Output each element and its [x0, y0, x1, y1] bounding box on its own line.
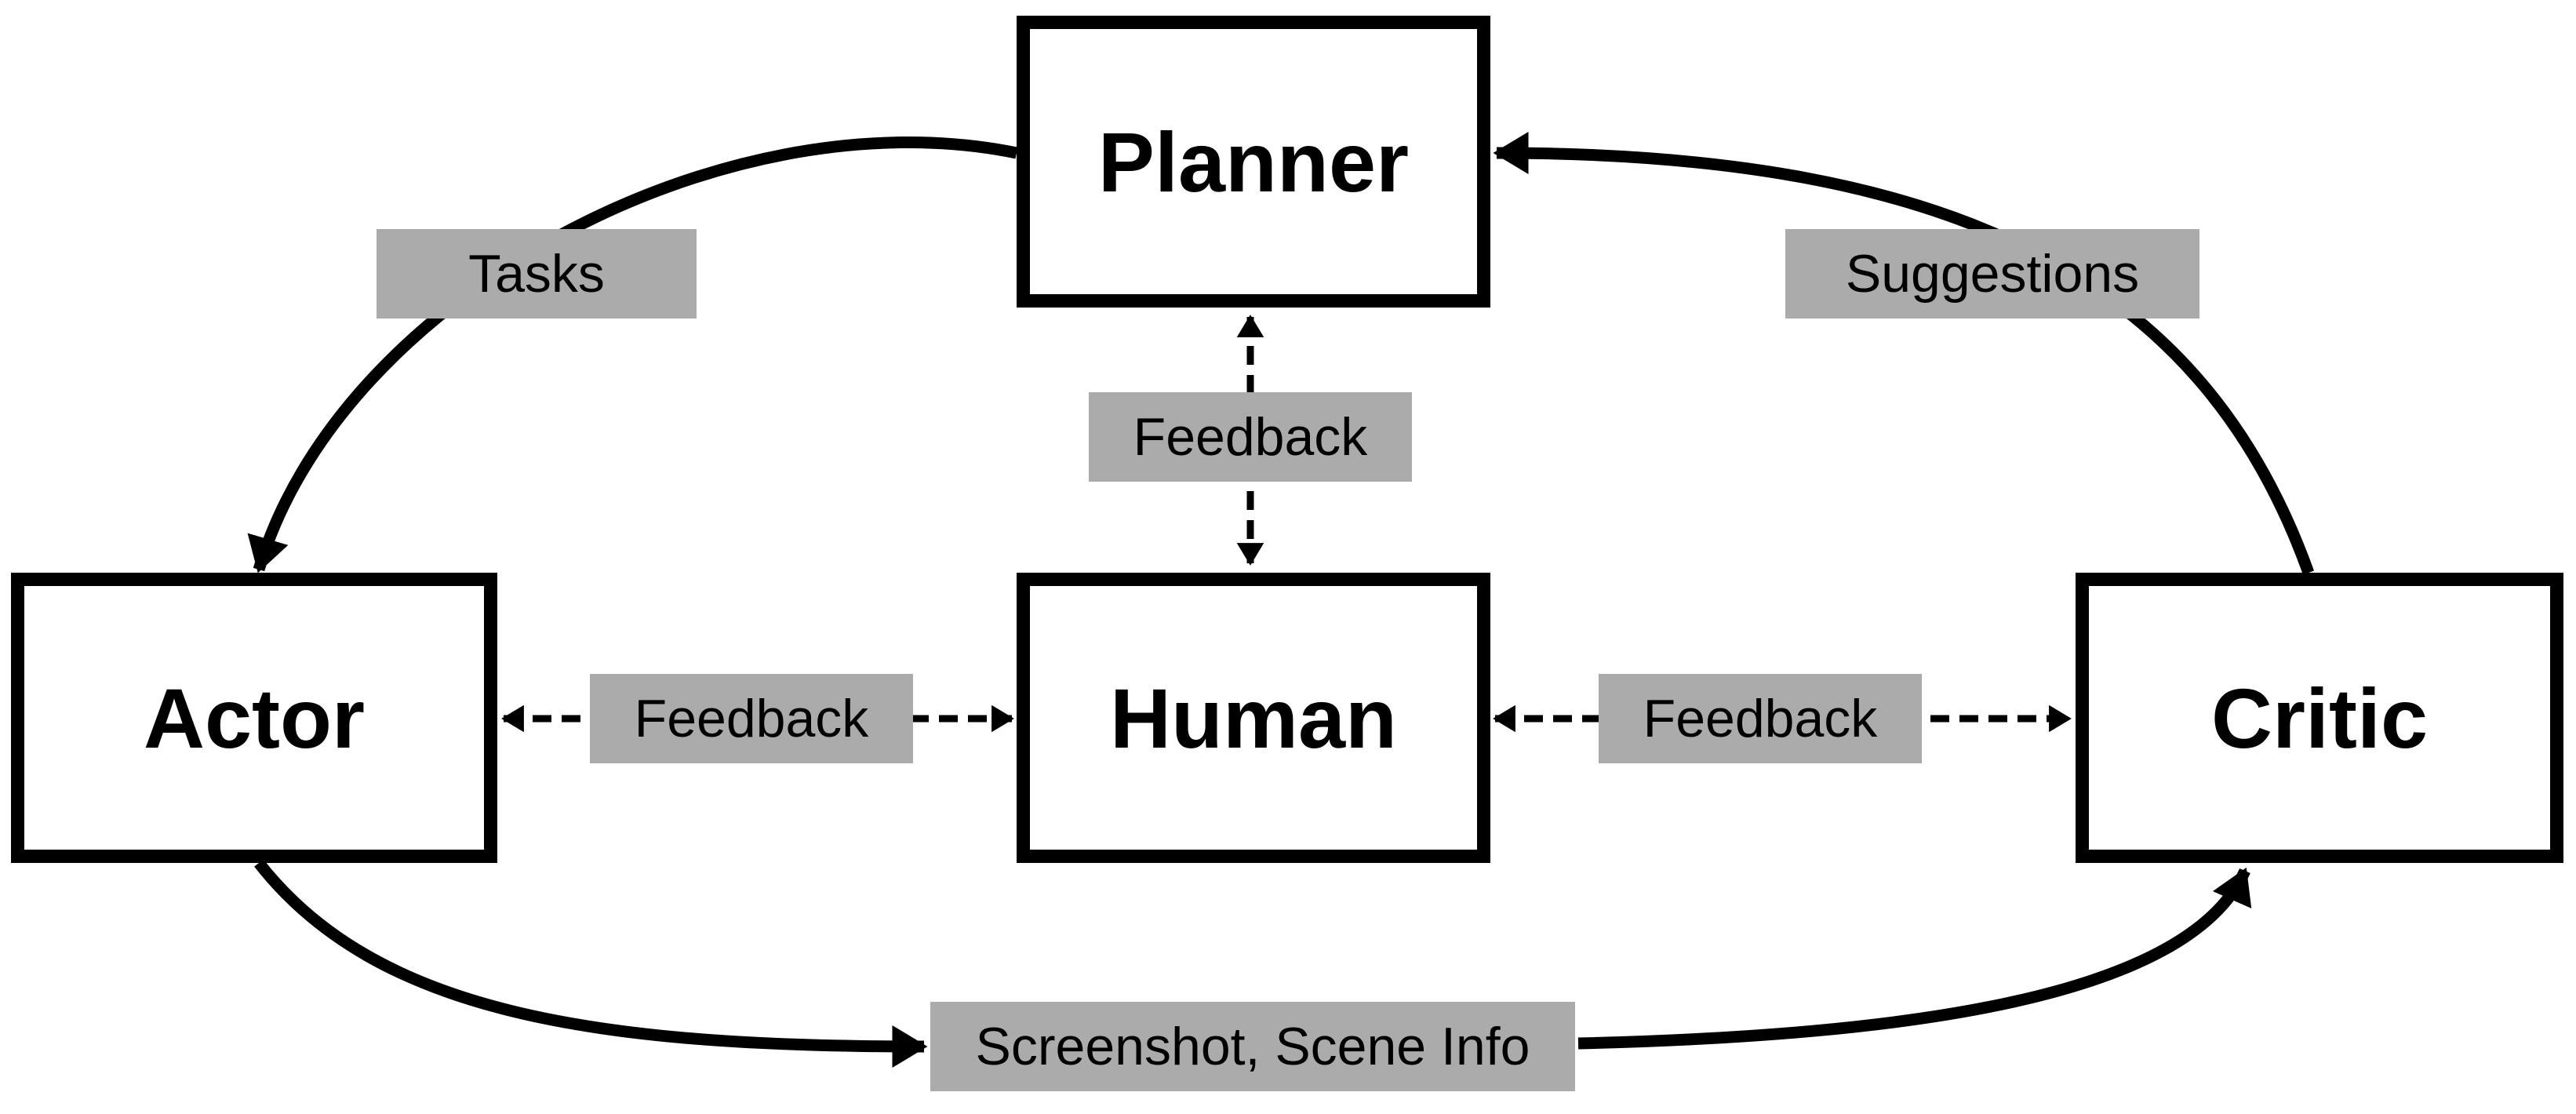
screenshot-arrow-right-segment [1577, 867, 2252, 1050]
edge-label-tasks: Tasks [377, 229, 697, 319]
node-label: Actor [143, 670, 366, 766]
edge-label-feedback-planner-human: Feedback [1089, 392, 1412, 482]
edge-label-text: Feedback [1133, 407, 1368, 467]
edge-label-suggestions: Suggestions [1785, 229, 2199, 319]
node-label: Human [1109, 670, 1398, 766]
node-planner: Planner [1017, 16, 1490, 308]
node-actor: Actor [11, 573, 497, 863]
edge-label-text: Suggestions [1845, 244, 2140, 304]
node-label: Critic [2210, 670, 2429, 766]
suggestions-arrow [1493, 132, 2315, 575]
edge-label-text: Feedback [1643, 689, 1878, 748]
tasks-arrow [247, 137, 1018, 573]
edge-label-text: Feedback [634, 689, 869, 748]
node-label: Planner [1097, 114, 1410, 209]
node-critic: Critic [2076, 573, 2563, 863]
edge-label-text: Tasks [468, 244, 605, 304]
edge-label-text: Screenshot, Scene Info [975, 1017, 1530, 1076]
edge-label-feedback-actor-human: Feedback [590, 674, 913, 763]
edge-label-feedback-human-critic: Feedback [1599, 674, 1922, 763]
node-human: Human [1017, 573, 1490, 863]
edge-label-screenshot-scene-info: Screenshot, Scene Info [930, 1002, 1575, 1091]
screenshot-arrow-left-segment [254, 859, 928, 1068]
